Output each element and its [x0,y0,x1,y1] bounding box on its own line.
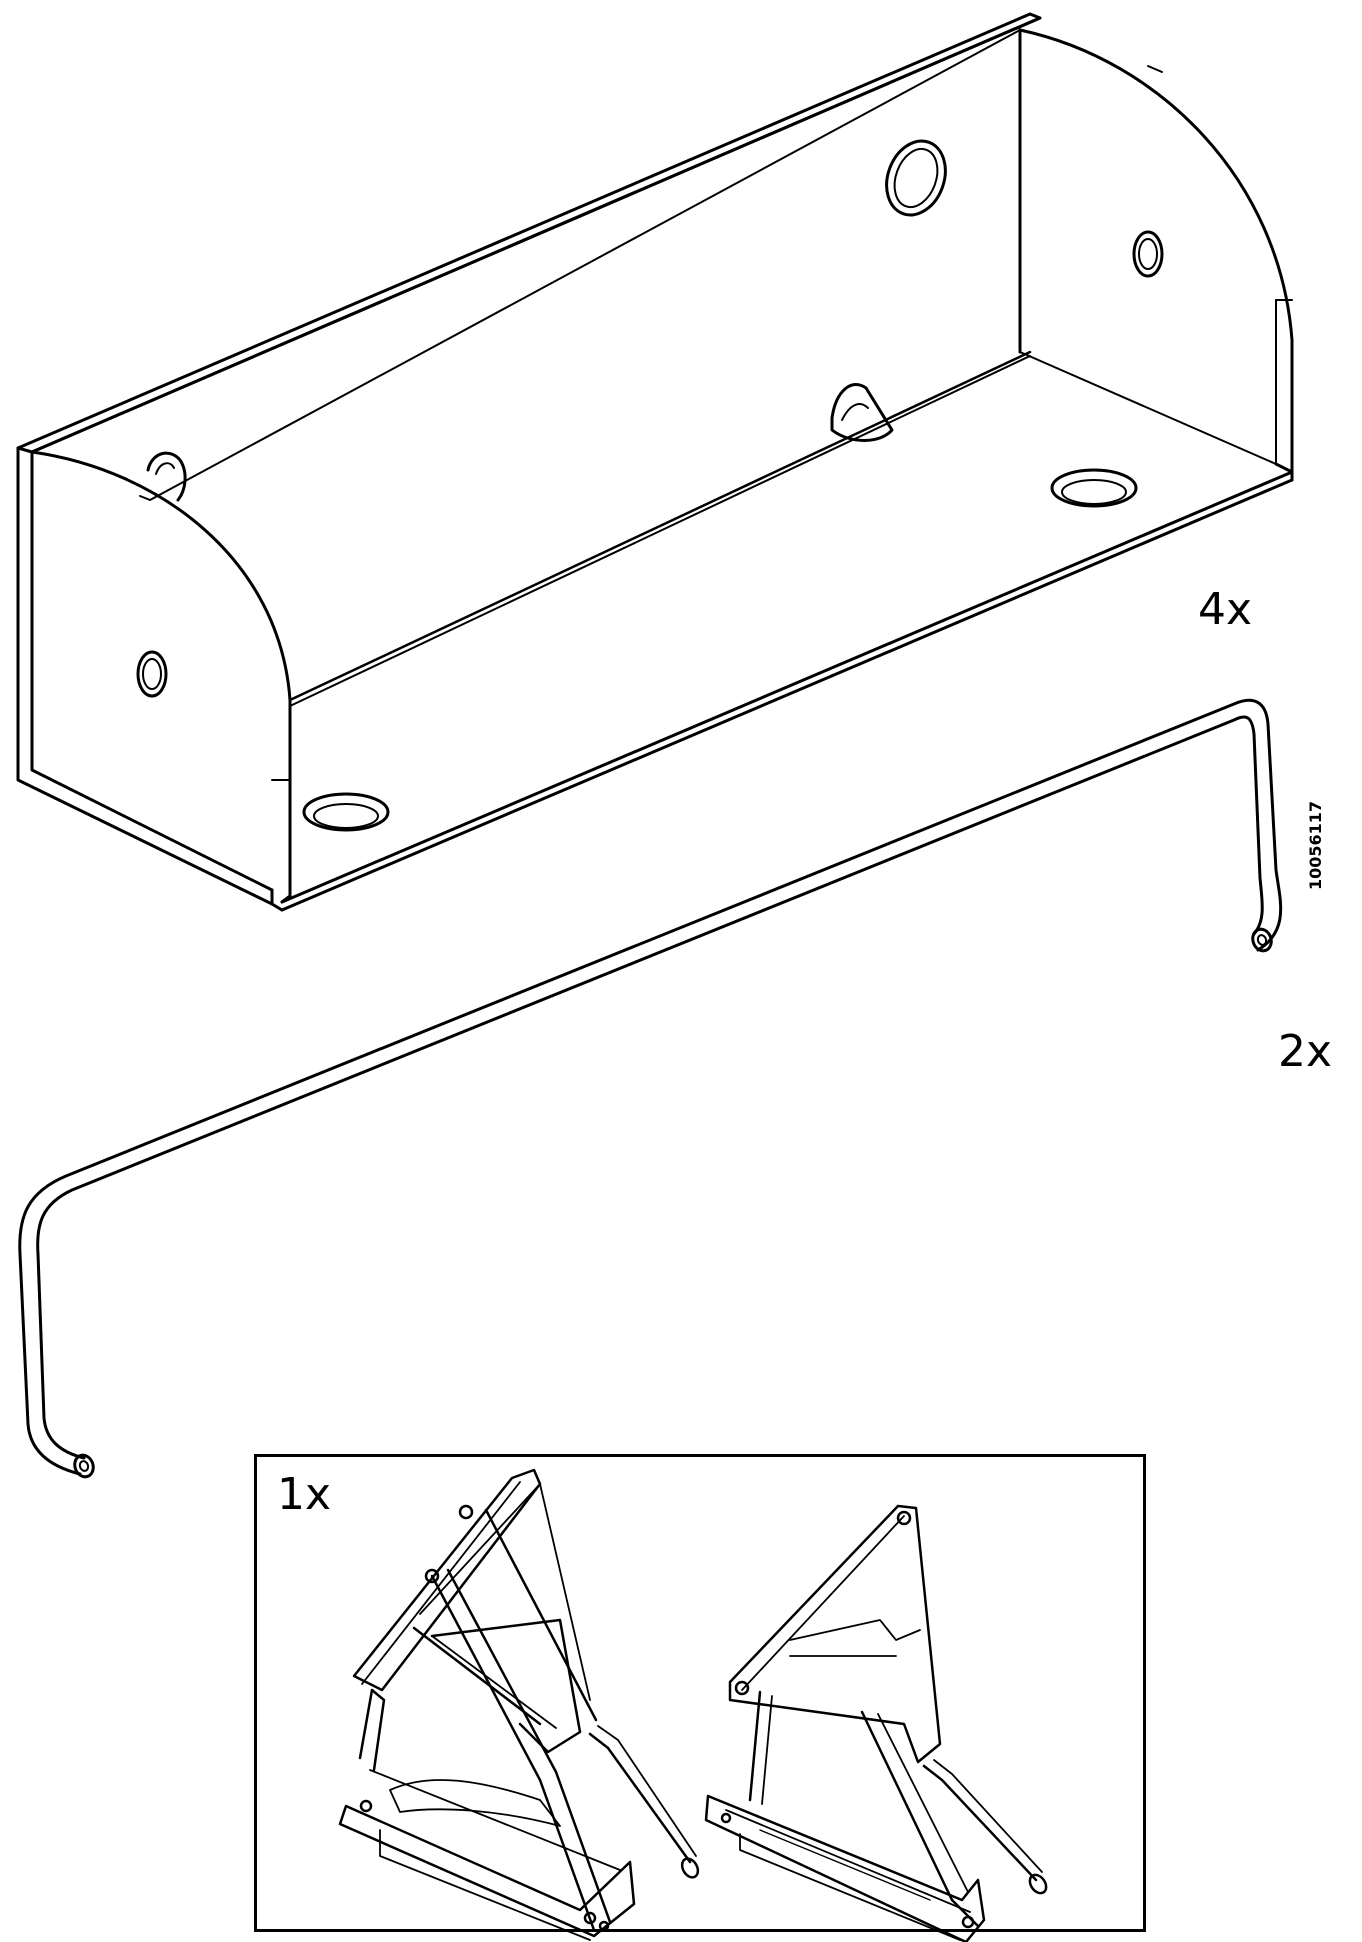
bent-rod-quantity: 2x [1278,1026,1333,1077]
shelf-box-illustration [16,12,1294,912]
document-code: 10056117 [1306,800,1325,890]
lift-mechanism-quantity: 1x [277,1469,332,1520]
bent-rod-illustration [18,698,1283,1479]
shelf-box-quantity: 4x [1198,584,1253,635]
lift-mechanism-frame: 1x [254,1454,1146,1932]
lift-mechanism-illustration [338,1468,1048,1942]
